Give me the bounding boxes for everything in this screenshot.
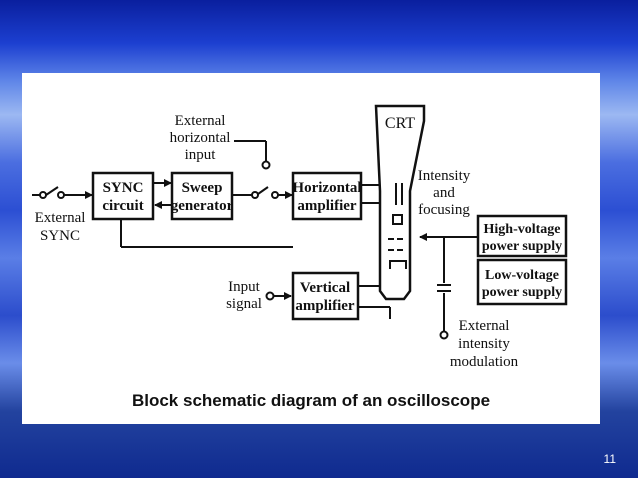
diagram-panel: SYNC circuit Sweep generator Horizontal …: [22, 73, 600, 424]
horizontal-switch-contact-b: [271, 191, 279, 199]
sweep-generator-block: [170, 171, 234, 221]
lv-block-label-2: power supply: [482, 285, 562, 300]
modulation-terminal: [439, 330, 449, 340]
ext-modulation-label-3: modulation: [450, 354, 519, 370]
ext-modulation-label-1: External: [459, 318, 510, 334]
vertical-block-label-1: Vertical: [300, 280, 350, 296]
ext-horizontal-label-1: External: [175, 113, 226, 129]
intensity-label-1: Intensity: [418, 168, 471, 184]
oscilloscope-block-diagram: SYNC circuit Sweep generator Horizontal …: [32, 104, 568, 370]
input-signal-label-1: Input: [228, 279, 260, 295]
lv-block-label-1: Low-voltage: [485, 268, 559, 283]
ext-sync-switch: [45, 186, 59, 196]
hv-block-label-2: power supply: [482, 239, 562, 254]
hv-block-label-1: High-voltage: [484, 222, 561, 237]
sweep-block-label-2: generator: [171, 198, 234, 214]
horizontal-block-label-1: Horizontal: [292, 180, 361, 196]
cathode: [389, 260, 407, 269]
intensity-label-3: focusing: [418, 202, 470, 218]
crt-tube: [374, 104, 426, 301]
ext-sync-label-1: External: [35, 210, 86, 226]
ext-sync-switch-contact: [57, 191, 65, 199]
horizontal-block-label-2: amplifier: [297, 198, 356, 214]
input-signal-label-2: signal: [226, 296, 262, 312]
diagram-caption: Block schematic diagram of an oscillosco…: [131, 391, 491, 410]
ext-horizontal-label-3: input: [185, 147, 217, 163]
slide-number: 11: [603, 452, 616, 466]
horizontal-switch-contact-a: [251, 191, 259, 199]
intensity-label-2: and: [433, 185, 455, 201]
sync-circuit-block: [91, 171, 155, 221]
high-voltage-supply-block: [476, 214, 568, 258]
focusing-electrode: [392, 214, 403, 225]
ext-sync-terminal: [39, 191, 47, 199]
sync-block-label-1: SYNC: [103, 180, 144, 196]
low-voltage-supply-block: [476, 258, 568, 306]
vertical-amplifier-block: [291, 271, 360, 321]
crt-label: CRT: [385, 115, 415, 132]
input-signal-terminal: [265, 291, 275, 301]
ext-horizontal-terminal: [261, 160, 271, 170]
vertical-block-label-2: amplifier: [295, 298, 354, 314]
horizontal-amplifier-block: [291, 171, 363, 221]
sync-block-label-2: circuit: [102, 198, 143, 214]
sweep-block-label-1: Sweep: [182, 180, 223, 196]
horizontal-selector-switch: [257, 186, 269, 195]
ext-modulation-label-2: intensity: [458, 336, 510, 352]
ext-horizontal-label-2: horizontal: [170, 130, 231, 146]
ext-sync-label-2: SYNC: [40, 228, 80, 244]
